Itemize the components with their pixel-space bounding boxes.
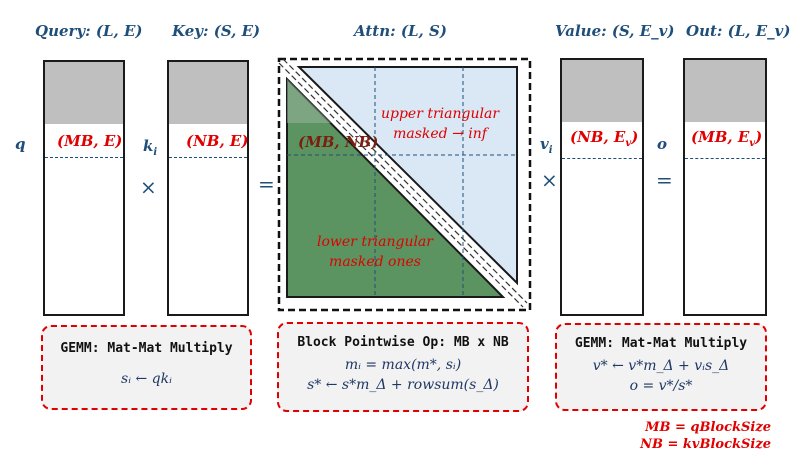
pointwise-formula-2: s* ← s*m_Δ + rowsum(s_Δ) (307, 377, 499, 393)
diagonal-line-2 (282, 58, 528, 304)
gemm-box-1-title: GEMM: Mat-Mat Multiply (60, 341, 233, 356)
attn-matrix (277, 57, 532, 312)
query-block-label: (MB, E) (57, 132, 123, 150)
key-block-divider (169, 157, 247, 158)
pointwise-box-title: Block Pointwise Op: MB x NB (297, 335, 509, 350)
query-processed-region (45, 62, 123, 124)
query-matrix (43, 60, 125, 316)
out-header: Out: (L, E_v) (686, 22, 791, 40)
attn-processed-strip (287, 79, 331, 123)
out-block-label: (MB, Ev) (691, 128, 763, 149)
equals-operator-2: = (656, 168, 673, 192)
key-block-label: (NB, E) (186, 132, 249, 150)
value-header: Value: (S, E_v) (555, 22, 675, 40)
key-processed-region (169, 62, 247, 124)
value-processed-region (562, 60, 642, 122)
value-block-label: (NB, Ev) (570, 128, 639, 149)
lower-triangle (286, 76, 506, 298)
key-matrix (167, 60, 249, 316)
q-label: q (15, 135, 26, 153)
key-header: Key: (S, E) (172, 22, 261, 40)
diagonal-line-1 (278, 62, 524, 308)
legend-nb: NB = kvBlockSize (640, 437, 771, 452)
attn-outer-border (277, 57, 532, 312)
out-block-divider (685, 158, 765, 159)
times-operator-2: × (541, 168, 558, 192)
equals-operator-1: = (258, 172, 275, 196)
times-operator-1: × (140, 175, 157, 199)
query-block-divider (45, 157, 123, 158)
v-label: vi (540, 135, 553, 156)
pointwise-box: Block Pointwise Op: MB x NB mᵢ = max(m*,… (277, 322, 529, 412)
out-matrix (683, 58, 767, 316)
gemm-box-2-title: GEMM: Mat-Mat Multiply (574, 336, 748, 351)
gemm-box-1: GEMM: Mat-Mat Multiply sᵢ ← qkᵢ (41, 325, 252, 410)
attn-block-label: (MB, NB) (298, 133, 379, 151)
attn-header: Attn: (L, S) (354, 22, 447, 40)
lower-annotation: lower triangular masked ones (317, 234, 433, 270)
pointwise-formula-1: mᵢ = max(m*, sᵢ) (344, 357, 462, 373)
k-label: ki (143, 137, 158, 158)
out-processed-region (685, 60, 765, 122)
legend-mb: MB = qBlockSize (645, 420, 771, 435)
value-block-divider (562, 158, 642, 159)
gemm-box-2-formula-1: v* ← v*m_Δ + vᵢs_Δ (592, 358, 730, 374)
gemm-box-2-formula-2: o = v*/s* (629, 378, 693, 394)
gemm-box-2: GEMM: Mat-Mat Multiply v* ← v*m_Δ + vᵢs_… (555, 323, 767, 411)
o-label: o (657, 135, 668, 153)
gemm-box-1-formula: sᵢ ← qkᵢ (121, 371, 172, 387)
upper-annotation: upper triangular masked → inf (380, 106, 500, 142)
value-matrix (560, 58, 644, 316)
query-header: Query: (L, E) (35, 22, 143, 40)
